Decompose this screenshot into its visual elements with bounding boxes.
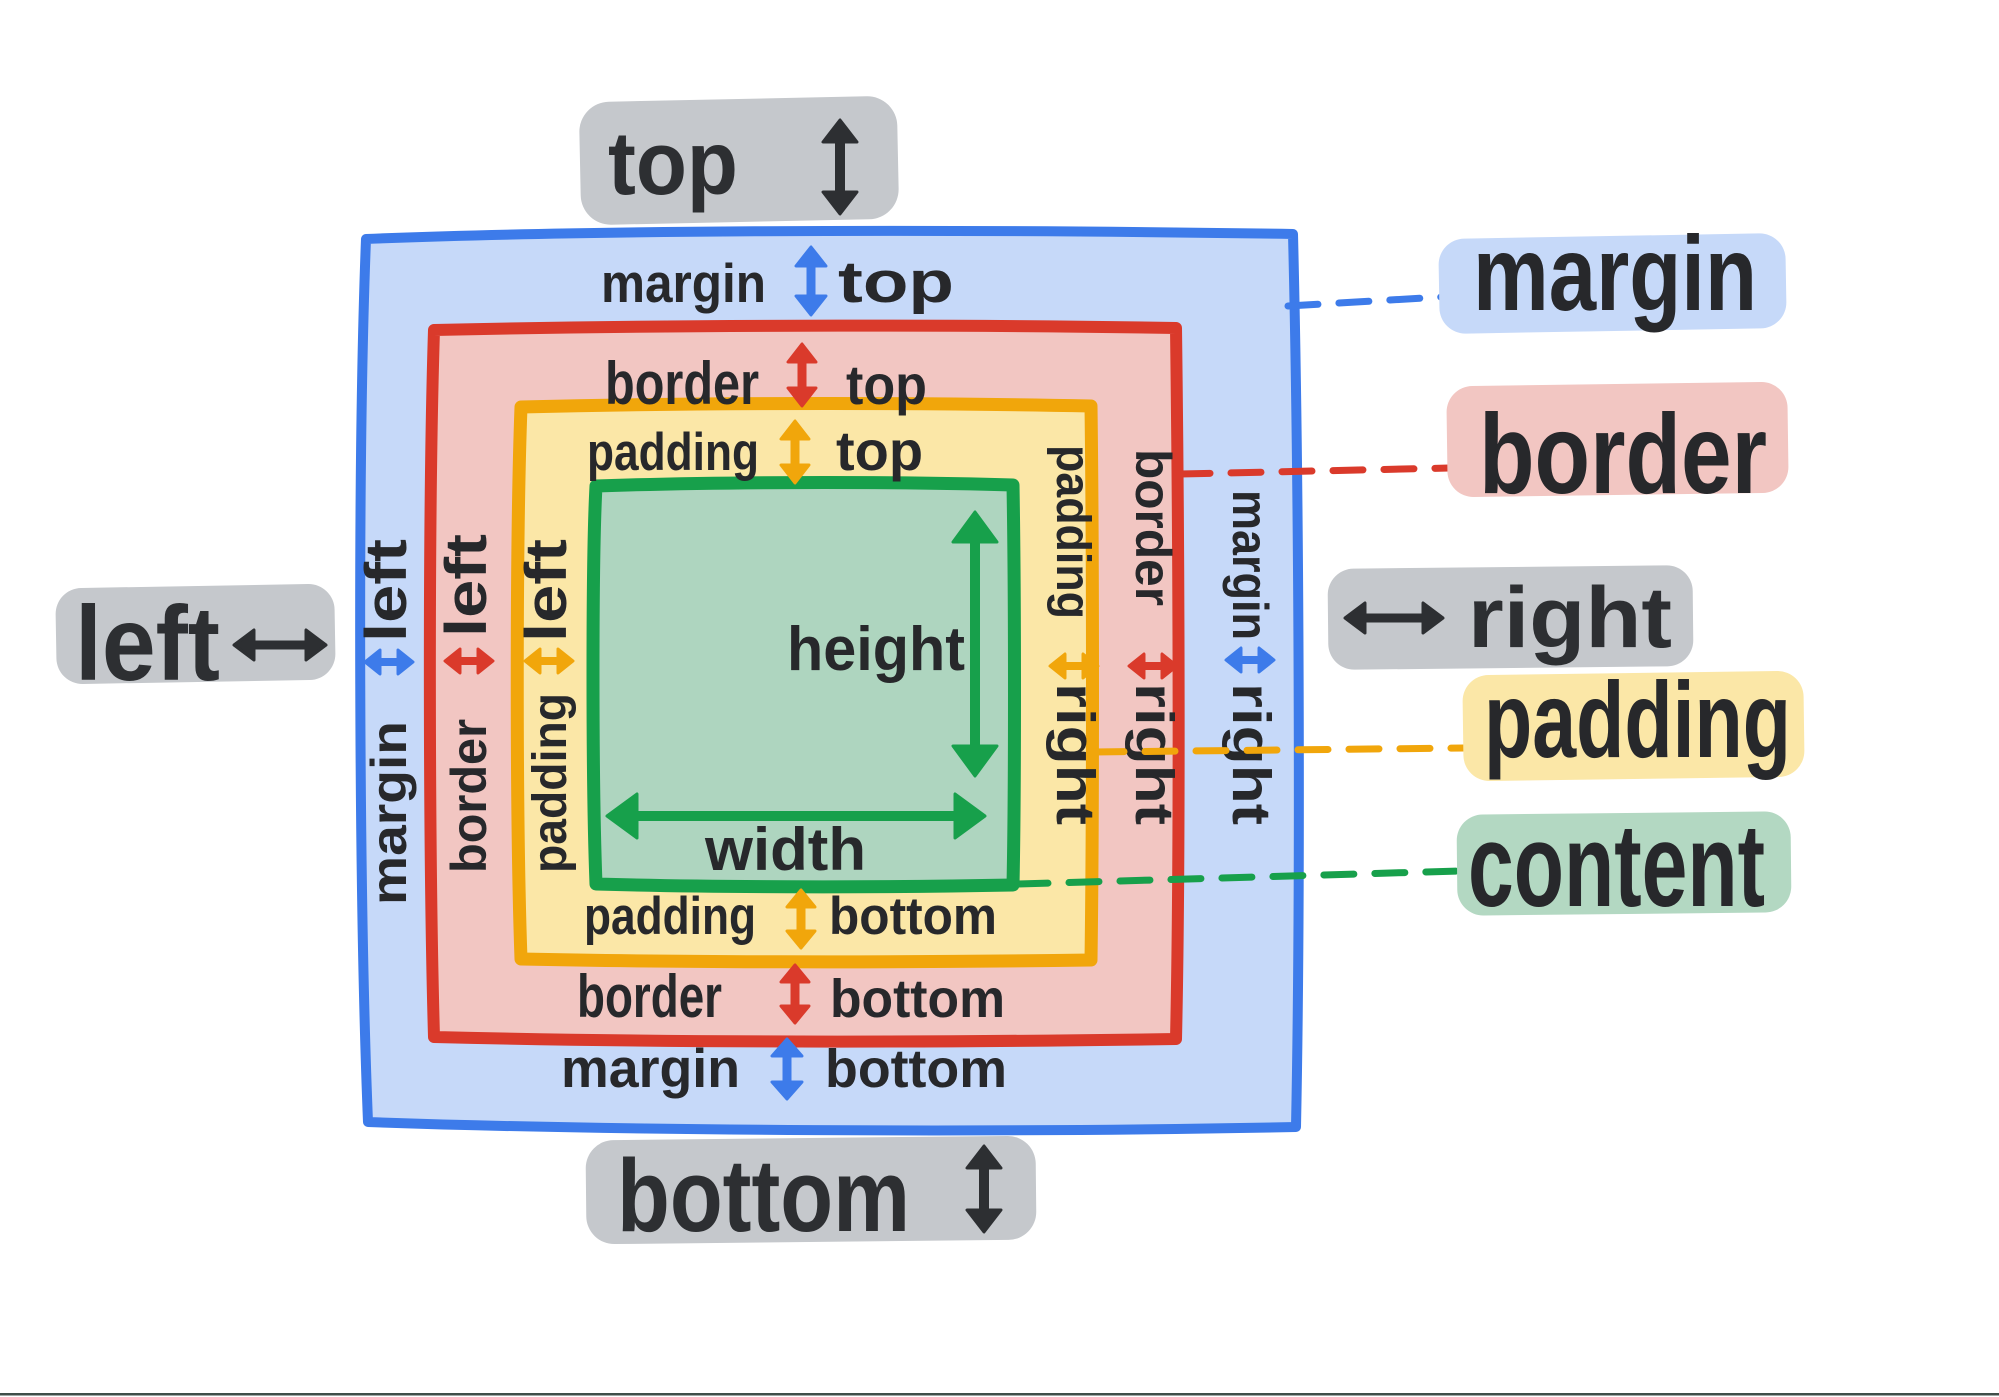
svg-text:padding: padding — [524, 693, 577, 873]
svg-text:top: top — [846, 353, 927, 416]
svg-text:bottom: bottom — [617, 1138, 910, 1253]
svg-text:content: content — [1468, 800, 1765, 932]
svg-text:right: right — [1221, 683, 1281, 825]
svg-text:left: left — [75, 585, 220, 703]
svg-text:border: border — [577, 963, 722, 1030]
svg-text:margin: margin — [1222, 490, 1278, 640]
svg-text:padding: padding — [584, 887, 756, 946]
svg-text:width: width — [704, 816, 866, 883]
svg-text:border: border — [1125, 449, 1181, 606]
svg-text:height: height — [787, 615, 965, 684]
svg-text:margin: margin — [361, 721, 417, 905]
svg-text:top: top — [836, 419, 923, 482]
svg-text:padding: padding — [587, 423, 759, 482]
svg-text:border: border — [441, 719, 497, 873]
svg-text:border: border — [1479, 391, 1767, 517]
svg-text:bottom: bottom — [825, 1039, 1007, 1099]
svg-text:left: left — [514, 539, 579, 642]
svg-text:right: right — [1468, 570, 1672, 666]
svg-text:left: left — [434, 534, 499, 637]
svg-text:margin: margin — [1473, 215, 1757, 333]
svg-text:bottom: bottom — [829, 887, 997, 946]
svg-text:padding: padding — [1484, 659, 1791, 780]
svg-text:margin: margin — [561, 1037, 740, 1099]
svg-text:margin: margin — [601, 252, 766, 314]
svg-text:top: top — [608, 114, 738, 214]
svg-text:padding: padding — [1046, 445, 1099, 619]
svg-text:bottom: bottom — [830, 969, 1005, 1029]
svg-text:border: border — [605, 350, 759, 417]
svg-text:top: top — [838, 250, 954, 315]
svg-text:left: left — [354, 539, 419, 642]
